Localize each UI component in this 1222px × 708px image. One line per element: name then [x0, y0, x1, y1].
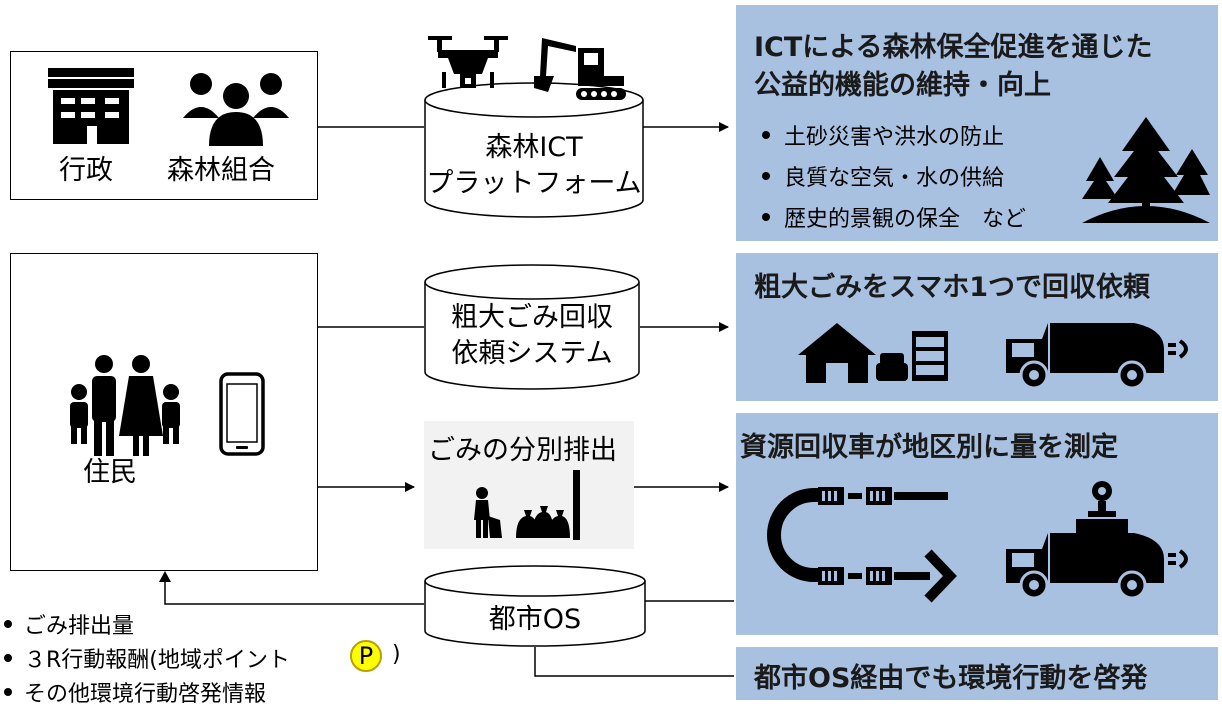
trees-icon: [1082, 117, 1210, 223]
bin-divider: [573, 470, 580, 540]
residents-box: 住民: [10, 253, 318, 571]
forest-ict-label: 森林ICT プラットフォーム: [426, 132, 642, 199]
bullet-dot: [4, 688, 12, 696]
forest-bullet-3: 歴史的景観の保全 など: [784, 207, 1027, 232]
sensor-truck-icon: [1006, 481, 1188, 600]
forest-panel-title-1: ICTによる森林保全促進を通じた: [754, 32, 1153, 63]
smartphone-icon: [219, 372, 265, 456]
bulky-waste-cylinder: [424, 264, 640, 390]
resource-panel-title: 資源回収車が地区別に量を測定: [740, 432, 1118, 463]
feedback-item-1: ごみ排出量: [24, 614, 135, 639]
city-os-panel-title: 都市OS経由でも環境行動を啓発: [754, 663, 1148, 694]
city-os-cylinder: [424, 565, 646, 647]
bullet-dot: [762, 172, 770, 180]
feedback-item-3: その他環境行動啓発情報: [24, 682, 267, 707]
family-icon: [70, 355, 180, 456]
city-os-panel: 都市OS経由でも環境行動を啓発: [736, 647, 1218, 700]
person-with-bag-icon: [474, 487, 502, 538]
administration-box: 行政 森林組合: [10, 51, 318, 200]
bullet-dot: [762, 131, 770, 139]
forest-bullet-2: 良質な空気・水の供給: [784, 166, 1005, 191]
feedback-item-2: ３R行動報酬(地域ポイント: [24, 648, 290, 673]
resource-collection-panel: 資源回収車が地区別に量を測定: [736, 413, 1218, 635]
forest-union-label: 森林組合: [167, 155, 275, 186]
forest-panel-title-2: 公益的機能の維持・向上: [754, 70, 1051, 101]
bulky-panel-title: 粗大ごみをスマホ1つで回収依頼: [754, 272, 1150, 303]
feedback-close-paren: ): [392, 642, 401, 667]
excavator-icon: [534, 38, 626, 100]
sorting-label: ごみの分別排出: [428, 435, 617, 466]
drone-icon: [428, 36, 508, 88]
bullet-dot: [4, 620, 12, 628]
forest-benefit-panel: ICTによる森林保全促進を通じた 公益的機能の維持・向上 土砂災害や洪水の防止 …: [736, 5, 1218, 241]
bulky-waste-label: 粗大ごみ回収 依頼システム: [451, 302, 613, 369]
garbage-truck-icon: [1006, 323, 1188, 390]
house-icon: [798, 323, 876, 383]
forest-bullet-1: 土砂災害や洪水の防止: [784, 125, 1005, 150]
garbage-bags-icon: [516, 506, 570, 538]
bullet-dot: [4, 654, 12, 662]
city-os-label: 都市OS: [488, 604, 582, 635]
administration-label: 行政: [59, 155, 113, 186]
data-loop-icon: [767, 487, 957, 603]
bullet-dot: [762, 213, 770, 221]
building-icon: [48, 68, 134, 144]
point-badge: P: [350, 640, 382, 672]
furniture-icon: [876, 331, 948, 381]
bulky-waste-panel: 粗大ごみをスマホ1つで回収依頼: [736, 253, 1218, 401]
residents-label: 住民: [83, 457, 137, 488]
people-icon: [183, 73, 289, 146]
